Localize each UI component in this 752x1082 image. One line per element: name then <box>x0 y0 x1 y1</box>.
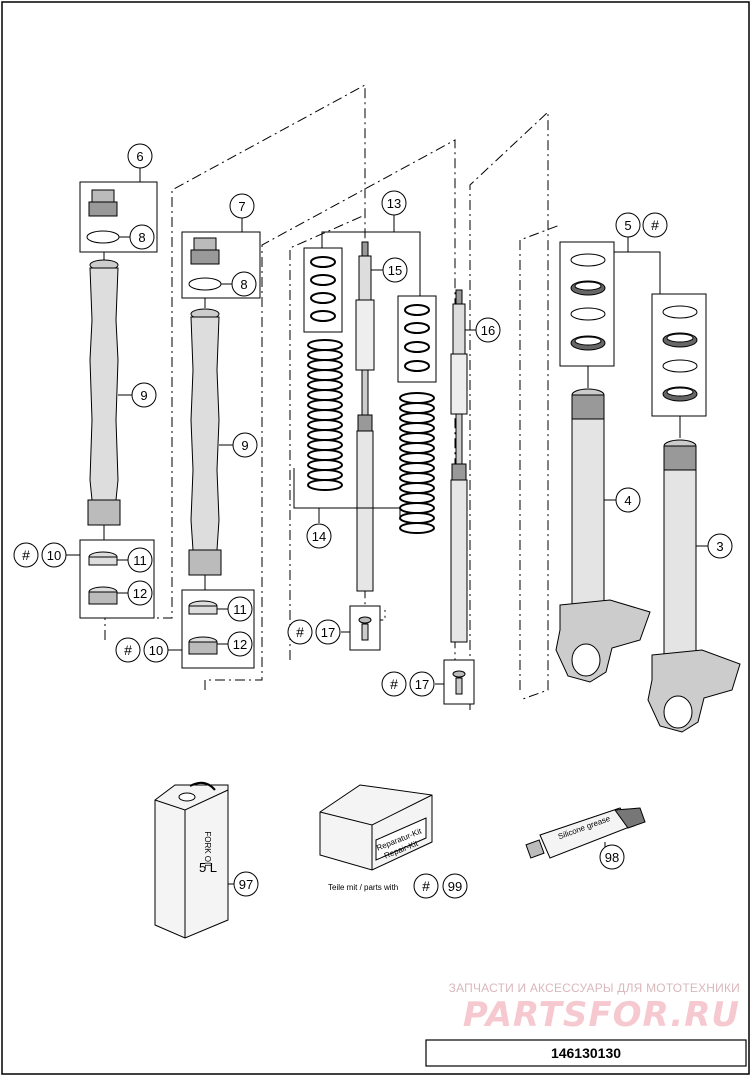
callout-12b: 12 <box>227 631 253 657</box>
part-9-outer-tube-right <box>188 298 233 590</box>
callout-hash-10a: # <box>13 542 39 568</box>
svg-text:98: 98 <box>605 850 619 865</box>
svg-text:11: 11 <box>133 553 147 568</box>
callouts: 6 7 8 8 9 9 # 10 11 12 # 10 11 12 13 15 … <box>13 143 733 899</box>
callout-17b: 17 <box>409 671 435 697</box>
callout-8a: 8 <box>129 224 155 250</box>
part-9-outer-tube-left <box>87 252 132 540</box>
svg-text:8: 8 <box>138 230 145 245</box>
callout-11a: 11 <box>127 547 153 573</box>
svg-text:11: 11 <box>233 602 247 617</box>
part-17-box-right <box>435 659 475 705</box>
callout-8b: 8 <box>231 271 257 297</box>
callout-3: 3 <box>707 533 733 559</box>
callout-15: 15 <box>382 257 408 283</box>
watermark-logo: PARTSFOR.RU <box>463 995 740 1035</box>
svg-text:17: 17 <box>415 677 429 692</box>
callout-6: 6 <box>127 143 153 169</box>
callout-9b: 9 <box>232 432 258 458</box>
callout-97: 97 <box>233 871 259 897</box>
part-14-springs <box>293 339 435 534</box>
callout-10a: 10 <box>41 542 67 568</box>
svg-text:16: 16 <box>481 323 495 338</box>
part-number-box <box>425 1039 747 1067</box>
part-99-repair-kit: Reparatur-Kit Repair-Kit Teile mit / par… <box>319 784 433 892</box>
part-6-cap-box <box>79 168 158 253</box>
part-97-fork-oil-can: FORK OIL 5 L <box>154 781 234 939</box>
parts-with-note: Teile mit / parts with <box>328 883 398 892</box>
callout-hash-99: # <box>413 873 439 899</box>
oil-can-volume: 5 L <box>199 860 217 875</box>
callout-12a: 12 <box>127 580 153 606</box>
svg-text:#: # <box>422 878 430 894</box>
svg-text:3: 3 <box>716 539 723 554</box>
svg-text:5: 5 <box>624 218 631 233</box>
callout-hash-17a: # <box>287 619 313 645</box>
svg-text:9: 9 <box>241 438 248 453</box>
svg-text:7: 7 <box>238 199 245 214</box>
oil-can-label: FORK OIL <box>203 831 212 869</box>
svg-text:#: # <box>22 547 30 563</box>
callout-10b: 10 <box>143 637 169 663</box>
callout-98: 98 <box>599 844 625 870</box>
svg-text:6: 6 <box>136 149 143 164</box>
svg-text:#: # <box>296 624 304 640</box>
callout-hash-5: # <box>642 212 668 238</box>
callout-17a: 17 <box>315 619 341 645</box>
svg-text:12: 12 <box>233 637 247 652</box>
part-5-seal-boxes <box>559 237 707 417</box>
callout-hash-10b: # <box>115 637 141 663</box>
svg-text:9: 9 <box>140 388 147 403</box>
callout-hash-17b: # <box>381 671 407 697</box>
callout-14: 14 <box>306 523 332 549</box>
svg-text:14: 14 <box>312 529 326 544</box>
part-16-cartridge <box>450 289 476 643</box>
svg-text:97: 97 <box>239 877 253 892</box>
svg-text:#: # <box>390 676 398 692</box>
part-number: 146130130 <box>551 1045 621 1061</box>
part-98-silicone-grease: Silicone grease <box>525 807 646 859</box>
svg-text:#: # <box>124 642 132 658</box>
assembly-guides <box>104 84 561 710</box>
callout-4: 4 <box>615 487 641 513</box>
callout-7: 7 <box>229 193 255 219</box>
callout-16: 16 <box>475 317 501 343</box>
part-13-damper-group <box>303 215 437 592</box>
callout-9a: 9 <box>131 382 157 408</box>
callout-5: 5 <box>615 212 641 238</box>
callout-99: 99 <box>442 873 468 899</box>
svg-text:13: 13 <box>387 196 401 211</box>
svg-text:10: 10 <box>47 548 61 563</box>
svg-text:15: 15 <box>388 263 402 278</box>
svg-text:8: 8 <box>240 277 247 292</box>
callout-11b: 11 <box>227 596 253 622</box>
part-3-inner-tube <box>647 416 741 733</box>
svg-text:4: 4 <box>624 493 631 508</box>
svg-text:10: 10 <box>149 643 163 658</box>
svg-text:17: 17 <box>321 625 335 640</box>
callout-13: 13 <box>381 190 407 216</box>
svg-text:#: # <box>651 217 659 233</box>
part-17-box-left <box>341 605 381 651</box>
part-4-inner-tube <box>555 366 651 683</box>
svg-text:99: 99 <box>448 879 462 894</box>
watermark-caption: ЗАПЧАСТИ И АКСЕССУАРЫ ДЛЯ МОТОТЕХНИКИ <box>449 981 740 995</box>
svg-text:12: 12 <box>133 586 147 601</box>
